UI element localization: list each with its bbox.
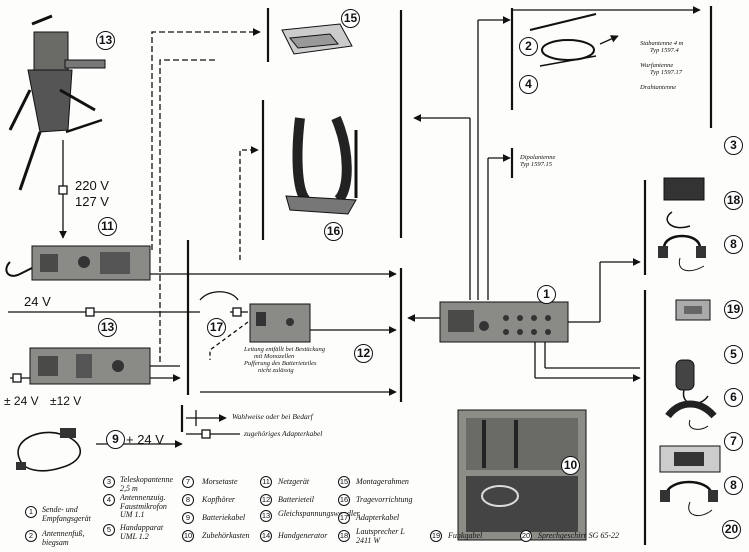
antenna-icons bbox=[529, 13, 597, 67]
legend-text-7: Morsetaste bbox=[202, 477, 238, 486]
legend-num-18: 18 bbox=[338, 530, 350, 542]
mounting-frame-icon bbox=[281, 23, 353, 55]
hand-generator-icon bbox=[8, 14, 106, 191]
legend-num-5: 5 bbox=[103, 524, 115, 536]
legend-text-5: Handapparat UML 1.2 bbox=[120, 523, 164, 541]
callout-18: 18 bbox=[724, 191, 743, 210]
legend-text-2: Antennenfuß, biegsam bbox=[42, 529, 85, 547]
callout-13: 13 bbox=[98, 318, 117, 337]
mains-220v-label: 220 V bbox=[75, 178, 109, 193]
callout-16: 16 bbox=[324, 222, 343, 241]
battery-note: Leitung entfällt bei Bestückung mit Mono… bbox=[244, 346, 326, 374]
legend-num-1: 1 bbox=[25, 506, 37, 518]
callout-4: 4 bbox=[519, 75, 538, 94]
legend-num-13: 13 bbox=[260, 510, 272, 522]
callout-20: 20 bbox=[722, 520, 741, 539]
legend-text-20: Sprechgeschirr SG 65-22 bbox=[538, 531, 620, 540]
adapter-note: zugehöriges Adapterkabel bbox=[244, 429, 323, 438]
headset-icon bbox=[660, 480, 718, 517]
legend-text-16: Tragevorrichtung bbox=[356, 495, 413, 504]
legend-num-4: 4 bbox=[103, 494, 115, 506]
callout-1: 1 bbox=[537, 285, 556, 304]
callout-5: 5 bbox=[724, 345, 743, 364]
rod-antenna-label: Stabantenne 4 m Typ 1597.4 bbox=[640, 40, 684, 54]
legend-text-4: Antennenzuig. Faustmikrofon UM 1.1 bbox=[120, 493, 167, 519]
legend-num-12: 12 bbox=[260, 494, 272, 506]
legend-num-8: 8 bbox=[182, 494, 194, 506]
pm-12v-label: ±12 V bbox=[50, 394, 82, 408]
legend-num-11: 11 bbox=[260, 476, 272, 488]
legend-num-2: 2 bbox=[25, 530, 37, 542]
callout-11: 11 bbox=[98, 217, 117, 236]
loudspeaker-icon bbox=[663, 177, 705, 229]
legend-text-14: Handgenerator bbox=[278, 531, 328, 540]
wire-antenna-label: Drahtantenne bbox=[640, 84, 677, 91]
legend-text-18: Lautsprecher L 2411 W bbox=[356, 527, 405, 545]
callout-17: 17 bbox=[207, 318, 226, 337]
callout-10: 10 bbox=[561, 456, 580, 475]
callout-8a: 8 bbox=[724, 235, 743, 254]
pm-24v-label: ± 24 V bbox=[4, 394, 39, 408]
callout-6: 6 bbox=[724, 388, 743, 407]
dc-24v-label: 24 V bbox=[24, 294, 51, 309]
legend-num-16: 16 bbox=[338, 494, 350, 506]
plus-24v-label: + 24 V bbox=[126, 432, 164, 447]
legend-text-9: Batteriekabel bbox=[202, 513, 246, 522]
throw-antenna-label: Wurfantenne Typ 1597.17 bbox=[640, 62, 683, 76]
legend-num-17: 17 bbox=[338, 512, 350, 524]
optional-note: Wahlweise oder bei Bedarf bbox=[232, 412, 313, 421]
legend-text-11: Netzgerät bbox=[278, 477, 310, 486]
mains-127v-label: 127 V bbox=[75, 194, 109, 209]
legend-num-10: 10 bbox=[182, 530, 194, 542]
legend-num-7: 7 bbox=[182, 476, 194, 488]
legend-text-1: Sende- und Empfangsgerät bbox=[42, 505, 91, 523]
accessory-case-icon bbox=[457, 409, 587, 541]
legend-num-15: 15 bbox=[338, 476, 350, 488]
handset-fork-icon bbox=[675, 299, 711, 321]
callout-2: 2 bbox=[519, 37, 538, 56]
callout-9: 9 bbox=[106, 430, 125, 449]
legend-num-14: 14 bbox=[260, 530, 272, 542]
legend-num-3: 3 bbox=[103, 476, 115, 488]
legend-text-19: Funkgabel bbox=[448, 531, 483, 540]
mains-unit-icon bbox=[5, 245, 151, 281]
callout-8b: 8 bbox=[724, 476, 743, 495]
legend-text-13: Gleichspannungswandler bbox=[278, 509, 360, 518]
legend-num-9: 9 bbox=[182, 512, 194, 524]
battery-unit-icon bbox=[249, 303, 311, 343]
callout-14: 13 bbox=[96, 31, 115, 50]
legend-text-17: Adapterkabel bbox=[356, 513, 400, 522]
legend-num-20: 20 bbox=[520, 530, 532, 542]
callout-3: 3 bbox=[724, 136, 743, 155]
callout-7: 7 bbox=[724, 432, 743, 451]
legend-text-3: Teleskopantenne 2,5 m bbox=[120, 475, 174, 493]
headphones-icon bbox=[658, 234, 706, 272]
fist-microphone-icon bbox=[675, 359, 709, 405]
dc-converter-icon bbox=[29, 347, 151, 385]
transceiver-icon bbox=[439, 301, 569, 343]
carrying-frame-icon bbox=[285, 115, 358, 215]
dipole-antenna-label: Dipolantenne Typ 1597.15 bbox=[520, 154, 556, 168]
legend-text-8: Kopfhörer bbox=[202, 495, 236, 504]
handset-icon bbox=[665, 400, 717, 430]
battery-cable-icon bbox=[16, 428, 82, 472]
legend-num-19: 19 bbox=[430, 530, 442, 542]
callout-12: 12 bbox=[354, 344, 373, 363]
legend-text-10: Zubehörkasten bbox=[202, 531, 250, 540]
callout-15: 15 bbox=[341, 9, 360, 28]
legend-text-12: Batterieteil bbox=[278, 495, 314, 504]
callout-19: 19 bbox=[724, 300, 743, 319]
morse-key-icon bbox=[659, 445, 721, 473]
legend-text-15: Montagerahmen bbox=[356, 477, 409, 486]
